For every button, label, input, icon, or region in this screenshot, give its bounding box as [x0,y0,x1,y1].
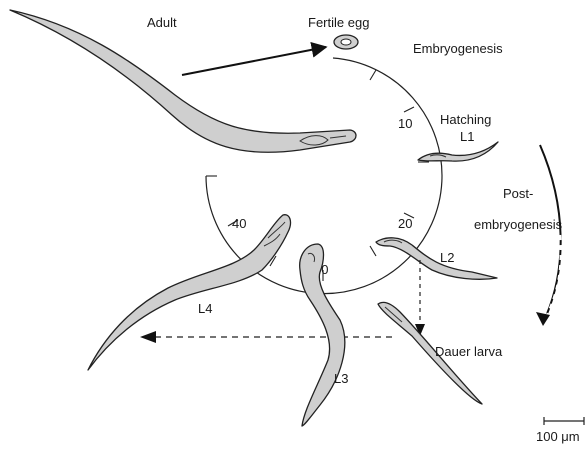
hatching-label: Hatching [440,112,491,127]
scale-bar-label: 100 μm [536,429,580,444]
fertile-egg-icon [334,35,358,49]
l3-label: L3 [334,371,348,386]
clock-label-10: 10 [398,116,412,131]
clock-label-20: 20 [398,216,412,231]
embryogenesis-label: Embryogenesis [413,41,503,56]
post-embryogenesis-arrow [540,145,561,323]
adult-label: Adult [147,15,177,30]
l4-label: L4 [198,301,212,316]
fertile-egg-label: Fertile egg [308,15,369,30]
dauer-larva-label: Dauer larva [435,344,503,359]
clock-label-40: 40 [232,216,246,231]
post-embryogenesis-label-line2: embryogenesis [474,217,563,232]
adult-worm [10,10,356,152]
l1-label: L1 [460,129,474,144]
l2-label: L2 [440,250,454,265]
l1-larva [418,142,498,161]
l4-larva [88,215,290,370]
scale-bar [544,417,584,425]
l2-larva [376,238,497,279]
arrow-adult-to-egg [182,47,326,75]
post-embryogenesis-label-line1: Post- [503,186,533,201]
